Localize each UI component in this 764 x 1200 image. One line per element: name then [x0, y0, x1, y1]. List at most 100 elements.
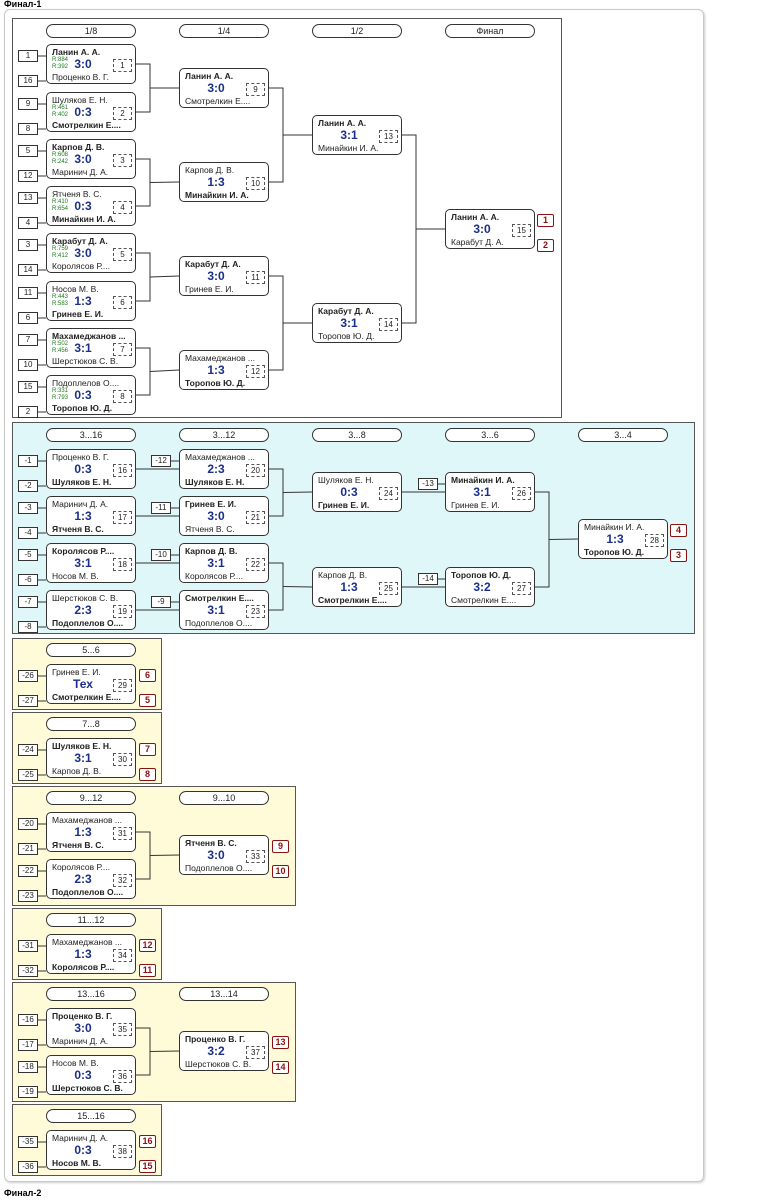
player-bottom: Гринев Е. И. [318, 500, 370, 510]
seed-box: 14 [18, 264, 38, 276]
rating-top: R:608 [52, 152, 69, 158]
rating-bottom: R:793 [52, 395, 69, 401]
match-score: 3:0 [207, 81, 225, 95]
player-bottom: Гринев Е. И. [52, 309, 104, 319]
rating-top: R:410 [52, 199, 69, 205]
match-number: 9 [246, 83, 265, 96]
rating-bottom: R:242 [52, 159, 69, 165]
match-number: 8 [113, 390, 132, 403]
rating-bottom: R:412 [52, 253, 69, 259]
match-score: 3:0 [207, 848, 225, 862]
match-number: 20 [246, 464, 265, 477]
place-badge: 8 [139, 768, 156, 781]
place-badge: 16 [139, 1135, 156, 1148]
match-score: 1:3 [606, 532, 624, 546]
player-bottom: Минайкин И. А. [318, 143, 379, 153]
player-bottom: Шерстюков С. В. [185, 1059, 252, 1069]
place-badge: 15 [139, 1160, 156, 1173]
match-number: 1 [113, 59, 132, 72]
player-bottom: Гринев Е. И. [185, 284, 234, 294]
rating-bottom: R:583 [52, 301, 69, 307]
player-bottom: Ятченя В. С. [185, 524, 235, 534]
player-top: Махамеджанов ... [185, 452, 255, 462]
match-score: 3:0 [473, 222, 491, 236]
round-header-r7_8: 7...8 [46, 717, 136, 731]
match-score: 0:3 [74, 1143, 92, 1157]
player-top: Минайкин И. А. [451, 475, 515, 485]
seed-box: -11 [151, 502, 171, 514]
seed-box: -23 [18, 890, 38, 902]
match-number: 37 [246, 1046, 265, 1059]
player-top: Махамеджанов ... [185, 353, 255, 363]
seed-box: -31 [18, 940, 38, 952]
seed-box: -35 [18, 1136, 38, 1148]
seed-box: 8 [18, 123, 38, 135]
player-bottom: Смотрелкин Е.... [52, 692, 121, 702]
match-number: 36 [113, 1070, 132, 1083]
round-header-r3_16: 3...16 [46, 428, 136, 442]
player-top: Маринич Д. А. [52, 499, 109, 509]
match-number: 19 [113, 605, 132, 618]
player-bottom: Шерстюков С. В. [52, 1083, 123, 1093]
seed-box: -26 [18, 670, 38, 682]
place-badge: 10 [272, 865, 289, 878]
seed-box: 15 [18, 381, 38, 393]
seed-box: -1 [18, 455, 38, 467]
player-bottom: Ятченя В. С. [52, 840, 104, 850]
player-bottom: Смотрелкин Е.... [52, 120, 121, 130]
player-bottom: Маринич Д. А. [52, 1036, 109, 1046]
match-number: 18 [113, 558, 132, 571]
rating-top: R:443 [52, 294, 69, 300]
player-top: Махамеджанов ... [52, 815, 122, 825]
player-top: Ятченя В. С. [185, 838, 237, 848]
player-bottom: Минайкин И. А. [52, 214, 116, 224]
match-number: 33 [246, 850, 265, 863]
player-top: Карпов Д. В. [318, 570, 368, 580]
rating-bottom: R:654 [52, 206, 69, 212]
player-top: Махамеджанов ... [52, 937, 122, 947]
match-score: 3:1 [74, 556, 92, 570]
player-top: Карпов Д. В. [52, 142, 105, 152]
match-score: 3:1 [74, 751, 92, 765]
match-number: 29 [113, 679, 132, 692]
round-header-r3_8: 3...8 [312, 428, 402, 442]
seed-box: -2 [18, 480, 38, 492]
match-number: 30 [113, 753, 132, 766]
player-top: Минайкин И. А. [584, 522, 645, 532]
player-top: Смотрелкин Е.... [185, 593, 254, 603]
match-number: 25 [379, 582, 398, 595]
round-header-r3_4: 3...4 [578, 428, 668, 442]
seed-box: 7 [18, 334, 38, 346]
player-bottom: Торопов Ю. Д. [318, 331, 375, 341]
match-number: 2 [113, 107, 132, 120]
match-score: 1:3 [74, 825, 92, 839]
player-top: Маринич Д. А. [52, 1133, 109, 1143]
place-badge: 1 [537, 214, 554, 227]
seed-box: 2 [18, 406, 38, 418]
rating-top: R:759 [52, 246, 69, 252]
match-score: 3:0 [74, 246, 92, 260]
match-score: 3:1 [207, 556, 225, 570]
player-top: Шуляков Е. Н. [52, 95, 108, 105]
seed-box: -17 [18, 1039, 38, 1051]
seed-box: -6 [18, 574, 38, 586]
place-badge: 4 [670, 524, 687, 537]
match-number: 6 [113, 296, 132, 309]
seed-box: -5 [18, 549, 38, 561]
match-number: 11 [246, 271, 265, 284]
match-number: 15 [512, 224, 531, 237]
place-badge: 14 [272, 1061, 289, 1074]
